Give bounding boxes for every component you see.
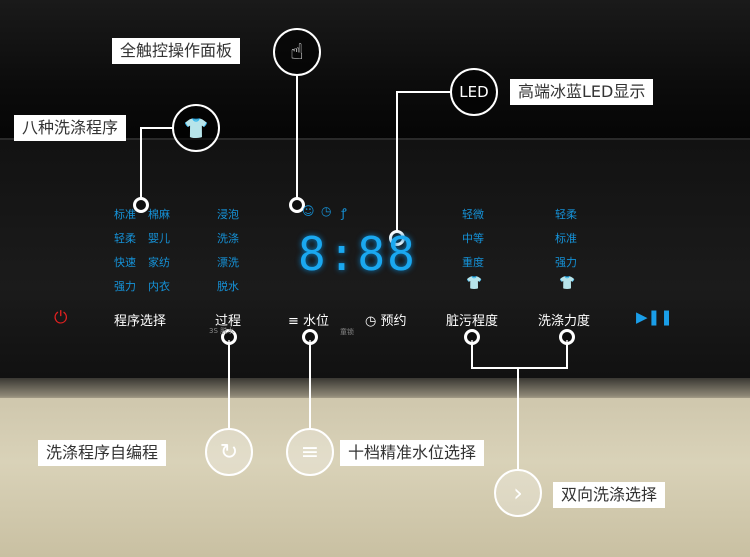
process-step: 洗涤 — [217, 232, 239, 245]
process-step: 脱水 — [217, 280, 239, 293]
water-level-button[interactable]: ≡ 水位 — [288, 310, 329, 329]
strength-level: 轻柔 — [555, 208, 577, 221]
program-select-button[interactable]: 程序选择 — [114, 314, 167, 329]
program-option[interactable]: 家纺 — [148, 256, 170, 269]
schedule-label: 预约 — [380, 314, 407, 329]
panel-rim — [0, 378, 750, 400]
callout-line — [471, 340, 473, 368]
led-icon: LED — [450, 68, 498, 116]
callout-line — [517, 367, 519, 469]
callout-line — [140, 127, 142, 199]
callout-line — [228, 340, 230, 428]
dirty-shirt-icon: 👕 — [466, 276, 483, 291]
program-option[interactable]: 内衣 — [148, 280, 170, 293]
callout-dot — [464, 329, 480, 345]
dirt-level: 中等 — [462, 232, 484, 245]
power-button[interactable]: ⏻ — [54, 308, 68, 328]
callout-bidirectional: 双向洗涤选择 — [553, 482, 666, 508]
callout-dot — [289, 197, 305, 213]
callout-eight-programs: 八种洗涤程序 — [14, 115, 127, 141]
callout-line — [471, 367, 568, 369]
clock-icon: ◷ — [321, 204, 332, 218]
program-option[interactable]: 婴儿 — [148, 232, 170, 245]
callout-dot — [302, 329, 318, 345]
callout-line — [309, 340, 311, 428]
callout-dot — [221, 329, 237, 345]
shirt-icon: 👕 — [559, 276, 576, 291]
callout-touch-panel: 全触控操作面板 — [112, 38, 241, 64]
callout-water-level: 十档精准水位选择 — [340, 440, 485, 466]
strength-level: 强力 — [555, 256, 577, 269]
dirt-level: 重度 — [462, 256, 484, 269]
led-display: 8:88 — [298, 227, 417, 281]
program-option[interactable]: 轻柔 — [114, 232, 136, 245]
process-step: 浸泡 — [217, 208, 239, 221]
touch-hand-icon: ☝ — [273, 28, 321, 76]
process-step: 漂洗 — [217, 256, 239, 269]
program-option[interactable]: 标准 — [114, 208, 136, 221]
callout-line — [296, 76, 298, 200]
callout-dot — [559, 329, 575, 345]
program-option[interactable]: 快速 — [114, 256, 136, 269]
program-option[interactable]: 强力 — [114, 280, 136, 293]
machine-body — [0, 398, 750, 557]
water-label: 水位 — [303, 314, 330, 329]
callout-led-display: 高端冰蓝LED显示 — [510, 79, 654, 105]
spin-icon: ꝭ — [341, 206, 347, 220]
control-panel — [0, 140, 750, 385]
program-option[interactable]: 棉麻 — [148, 208, 170, 221]
callout-dot — [133, 197, 149, 213]
divider — [0, 138, 750, 140]
callout-self-programming: 洗涤程序自编程 — [38, 440, 167, 466]
play-pause-button[interactable]: ▶❚❚ — [636, 308, 673, 326]
chevron-right-icon: › — [494, 469, 542, 517]
callout-line — [396, 91, 450, 93]
dirt-level: 轻微 — [462, 208, 484, 221]
self-program-icon: ↻ — [205, 428, 253, 476]
water-level-icon: ≡ — [286, 428, 334, 476]
strength-level: 标准 — [555, 232, 577, 245]
led-icon-text: LED — [459, 83, 489, 101]
child-lock-label: 童锁 — [340, 328, 354, 336]
callout-line — [566, 340, 568, 368]
callout-dot — [389, 230, 405, 246]
process-button[interactable]: 过程 — [215, 314, 242, 329]
clock-icon: ◷ — [365, 314, 377, 329]
schedule-button[interactable]: ◷ 预约 — [365, 310, 407, 329]
water-icon: ≡ — [288, 314, 299, 329]
callout-line — [396, 91, 398, 231]
dirt-level-button[interactable]: 脏污程度 — [446, 314, 499, 329]
process-sub-label: 3S 脱水 — [209, 327, 235, 335]
wash-strength-button[interactable]: 洗涤力度 — [538, 314, 591, 329]
shirt-wave-icon: 👕 — [172, 104, 220, 152]
callout-line — [140, 127, 174, 129]
smile-icon: ☺ — [302, 204, 315, 218]
